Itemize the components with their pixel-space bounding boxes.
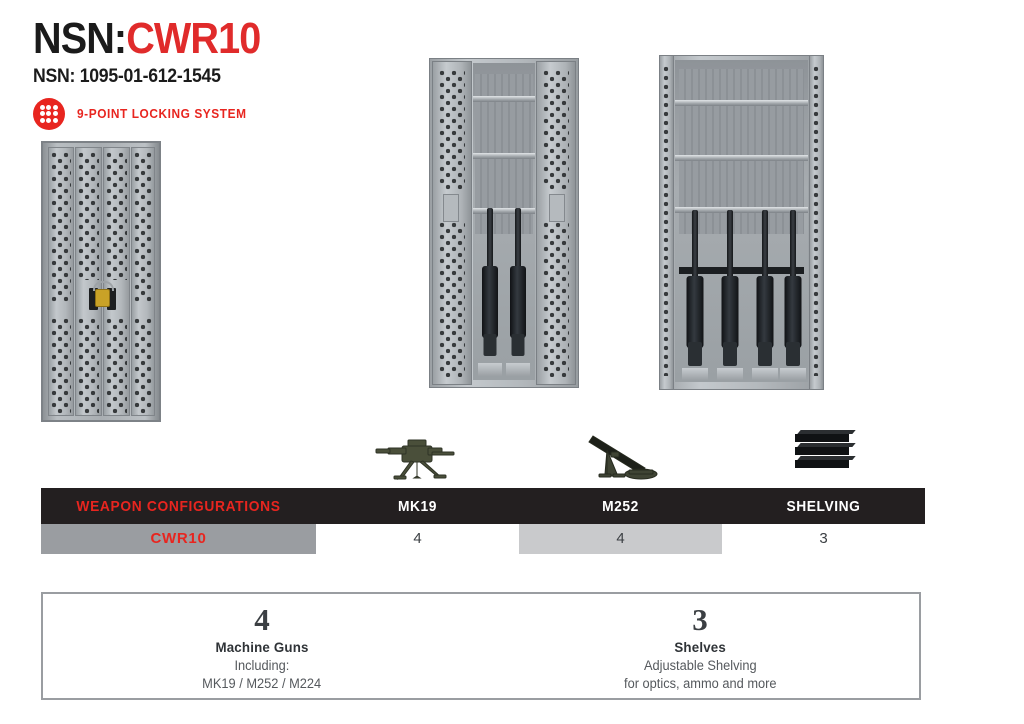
row-value-mk19: 4 [316, 524, 519, 554]
stat-title: Machine Guns [215, 639, 309, 655]
table-header-m252: M252 [602, 497, 639, 515]
row-value-shelving: 3 [722, 524, 925, 554]
nine-point-lock-icon [33, 98, 65, 130]
table-row: CWR10 4 4 3 [41, 524, 925, 554]
stat-number: 4 [254, 602, 270, 637]
row-model-cwr10: CWR10 [41, 524, 316, 554]
stat-line-2: MK19 / M252 / M224 [202, 676, 322, 691]
m252-icon [585, 428, 661, 484]
stat-line-1: Including: [234, 658, 290, 673]
page-title: NSN:CWR10 [33, 14, 321, 64]
table-header-row: WEAPON CONFIGURATIONS MK19 M252 SHELVING [41, 488, 925, 524]
padlock-shackle [93, 281, 114, 291]
title-code: CWR10 [126, 14, 261, 63]
table-header-shelving: SHELVING [786, 497, 861, 515]
table-header-mk19: MK19 [397, 497, 438, 515]
weapon-configurations-table: WEAPON CONFIGURATIONS MK19 M252 SHELVING… [41, 488, 925, 554]
stat-line-2: for optics, ammo and more [623, 676, 777, 691]
table-header-configurations: WEAPON CONFIGURATIONS [76, 497, 281, 515]
padlock-icon [95, 289, 110, 307]
locking-system-label: 9-POINT LOCKING SYSTEM [77, 107, 247, 121]
summary-stats-box: 4 Machine Guns Including: MK19 / M252 / … [41, 592, 921, 700]
product-header: NSN:CWR10 NSN: 1095-01-612-1545 9-POINT … [33, 14, 353, 130]
nsn-number: NSN: 1095-01-612-1545 [33, 66, 221, 87]
stat-title: Shelves [674, 639, 726, 655]
closed-weapons-cabinet-image [41, 141, 161, 422]
shelving-icon [795, 434, 849, 482]
row-value-m252: 4 [519, 524, 722, 554]
locking-system-row: 9-POINT LOCKING SYSTEM [33, 98, 353, 130]
stat-number: 3 [692, 602, 708, 637]
stat-shelves: 3 Shelves Adjustable Shelving for optics… [481, 594, 919, 698]
title-prefix: NSN: [33, 14, 127, 63]
mk19-icon [368, 432, 468, 484]
stat-machine-guns: 4 Machine Guns Including: MK19 / M252 / … [43, 594, 481, 698]
open-weapons-cabinet-mk19-image [429, 58, 579, 388]
stat-line-1: Adjustable Shelving [643, 658, 757, 673]
open-weapons-cabinet-m252-image [659, 55, 824, 390]
